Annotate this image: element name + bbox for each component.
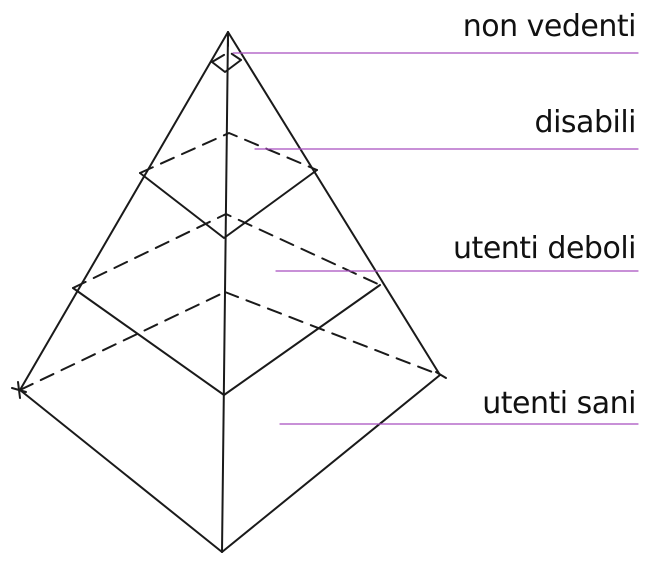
level-4-back-left <box>19 291 226 391</box>
label-utenti-sani: utenti sani <box>482 386 636 421</box>
level-3-front <box>72 284 381 396</box>
level-1-back <box>211 51 242 63</box>
pyramid-left-edge <box>19 31 229 391</box>
pyramid-bottom-left-edge <box>19 389 223 553</box>
label-non-vedenti: non vedenti <box>462 9 637 44</box>
level-2-front <box>139 169 318 239</box>
pyramid-bottom-right-edge <box>221 374 441 553</box>
level-3-back <box>72 213 381 289</box>
label-utenti-deboli: utenti deboli <box>453 231 636 266</box>
base-left-tick <box>11 381 27 399</box>
pyramid-right-edge <box>227 31 441 376</box>
level-4-back-right <box>224 291 441 376</box>
level-1-front <box>211 59 242 73</box>
base-right-tick <box>435 371 447 379</box>
label-disabili: disabili <box>534 105 637 140</box>
level-2-back <box>139 132 318 174</box>
